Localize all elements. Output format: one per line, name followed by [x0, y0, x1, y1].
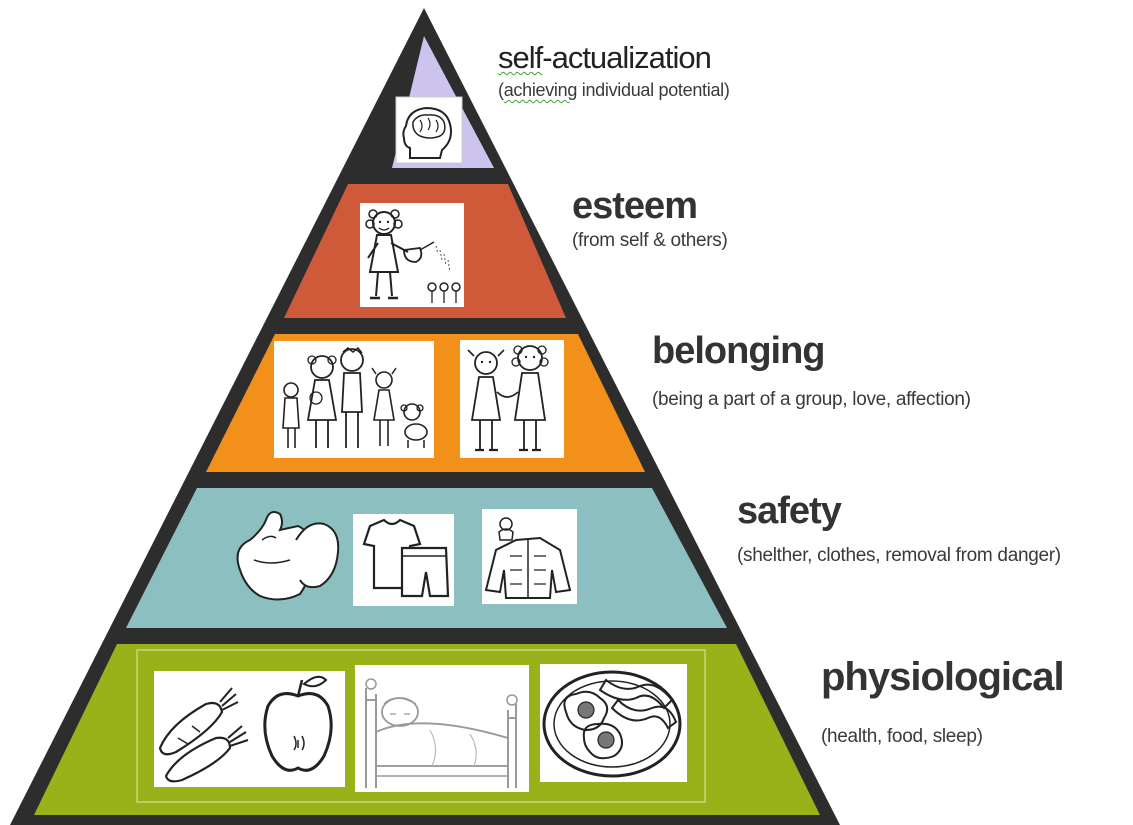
level-label-safety: safety (shelther, clothes, removal from … [737, 490, 1061, 567]
level-subtitle-rest: individual potential) [577, 80, 730, 100]
bed-icon [355, 665, 529, 792]
level-title: belonging [652, 330, 826, 372]
mittens-icon [236, 511, 340, 601]
level-title-spellcheck-part: self [498, 40, 543, 75]
girl-watering-flowers-icon [360, 203, 464, 307]
level-label-belonging: belonging (being a part of a group, love… [652, 330, 971, 411]
level-title: physiological [821, 655, 1065, 699]
level-subtitle: (achieving individual potential) [498, 80, 730, 101]
level-title: safety [737, 490, 842, 532]
clothes-icon [353, 514, 454, 606]
eggs-bacon-icon [540, 664, 687, 782]
level-subtitle: (being a part of a group, love, affectio… [652, 389, 971, 410]
friends-holding-hands-icon [460, 340, 564, 458]
level-label-esteem: esteem (from self & others) [572, 185, 728, 252]
level-label-physiological: physiological (health, food, sleep) [821, 655, 1065, 748]
level-subtitle: (from self & others) [572, 230, 728, 251]
winter-jacket-icon [482, 509, 577, 604]
level-subtitle: (shelther, clothes, removal from danger) [737, 545, 1061, 566]
level-title-rest: -actualization [542, 40, 712, 75]
level-subtitle-spellcheck-part: achieving [503, 80, 578, 100]
level-label-self-actualization: self-actualization (achieving individual… [498, 40, 730, 101]
brain-icon [395, 96, 463, 164]
physiological-frame [136, 649, 706, 803]
level-title: self-actualization [498, 40, 730, 76]
carrots-apple-icon [154, 671, 345, 787]
level-title: esteem [572, 185, 698, 227]
family-icon [274, 341, 434, 458]
level-subtitle-open: ( [498, 80, 504, 100]
level-subtitle: (health, food, sleep) [821, 726, 983, 747]
